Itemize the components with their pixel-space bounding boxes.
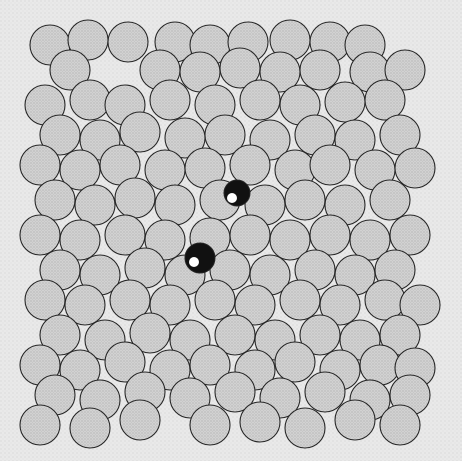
sphere-shading xyxy=(21,216,59,254)
sphere-shading xyxy=(76,186,114,224)
sphere-shading xyxy=(306,373,344,411)
sphere-shading xyxy=(391,216,429,254)
sphere-shading xyxy=(366,281,404,319)
sphere-shading xyxy=(106,216,144,254)
sphere-shading xyxy=(286,181,324,219)
sphere-shading xyxy=(71,409,109,447)
sphere-shading xyxy=(301,51,339,89)
sphere-shading xyxy=(366,81,404,119)
sphere-shading xyxy=(396,149,434,187)
sphere-shading xyxy=(151,81,189,119)
sphere-shading xyxy=(326,83,364,121)
sphere-shading xyxy=(21,406,59,444)
sphere-shading xyxy=(156,186,194,224)
sphere-shading xyxy=(36,181,74,219)
sphere-shading xyxy=(191,406,229,444)
dark-sphere-highlight xyxy=(227,193,237,203)
sphere-shading xyxy=(311,146,349,184)
sphere-shading xyxy=(21,146,59,184)
sphere-shading xyxy=(26,281,64,319)
sphere-shading xyxy=(116,179,154,217)
sphere-shading xyxy=(231,146,269,184)
sphere-shading xyxy=(71,81,109,119)
sphere-shading xyxy=(121,401,159,439)
sphere-shading xyxy=(146,151,184,189)
sphere-shading xyxy=(286,409,324,447)
sphere-shading xyxy=(371,181,409,219)
sphere-shading xyxy=(109,23,147,61)
dark-sphere xyxy=(224,180,250,206)
sphere-shading xyxy=(281,281,319,319)
sphere-shading xyxy=(381,406,419,444)
sphere-shading xyxy=(311,216,349,254)
sphere-shading xyxy=(241,403,279,441)
sphere-shading xyxy=(336,401,374,439)
sphere-shading xyxy=(121,113,159,151)
sphere-group xyxy=(20,20,440,448)
dark-sphere-highlight xyxy=(189,257,199,267)
sphere-shading xyxy=(276,343,314,381)
sphere-shading xyxy=(231,216,269,254)
sphere-shading xyxy=(361,346,399,384)
sphere-shading xyxy=(111,281,149,319)
sphere-shading xyxy=(196,281,234,319)
sphere-shading xyxy=(241,81,279,119)
dark-sphere xyxy=(185,243,215,273)
